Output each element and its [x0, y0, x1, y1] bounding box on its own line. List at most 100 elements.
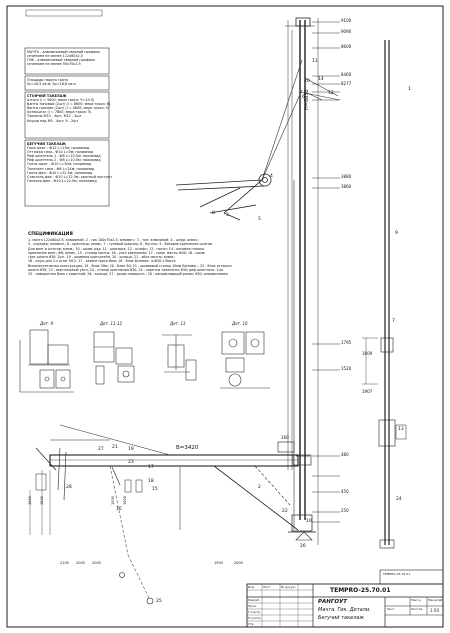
spec-line: Для вант и штагов; алюм.; 10 - шкив; ряд…	[28, 246, 205, 251]
dim-1907: 1907	[362, 389, 373, 394]
detail-10-label: Дет. 10	[232, 321, 248, 326]
note-heading: БЕГУЧИЙ ТАКЕЛАЖ	[27, 142, 66, 146]
notes-top-box	[24, 47, 110, 75]
dim-9100: 9100	[341, 18, 352, 23]
detail-9-sketch	[19, 329, 74, 393]
notes-sail-area: Площадь паруса грота Sc=18,5 кв.м; Sp=18…	[27, 78, 76, 86]
boom-length-label: В=3420	[176, 445, 199, 451]
side-mark-5: 2000	[234, 561, 243, 565]
marker-24: 24	[396, 497, 402, 502]
side-mark-3: 2000	[92, 561, 101, 565]
title-line-1: РАНГОУТ	[318, 599, 348, 605]
tb-scale: Масштаб	[428, 598, 443, 602]
spec-line: 5 - спредер; алюмин.; 6 - краспица; алюм…	[28, 242, 213, 247]
document-code: TEMPRO-25.70.01	[330, 587, 391, 594]
dim-8277: 8277	[341, 81, 352, 86]
notes-standing-rigging: СТОЯЧИЙ ТАКЕЛАЖ Штаги (l = 5600; мера тр…	[27, 94, 110, 123]
note-line: Площадь паруса грота	[27, 78, 69, 82]
dim-160: 160	[281, 435, 289, 440]
spec-line: Вспомогательная конструкция; 19 - блок 5…	[28, 263, 232, 268]
note-line: Ахтерштаг (l = 7800; мера троса: 5)	[27, 110, 92, 115]
detail-11-12-label: Дет. 11-12	[100, 321, 123, 326]
note-line: сечением не менее 90х70х2,5	[27, 62, 81, 67]
tb-scale-value: 1:50	[430, 608, 439, 613]
dim-450: 450	[341, 489, 349, 494]
spec-line: шкота 630; 23 - вертлюжный узел; 24 - ст…	[28, 268, 224, 273]
dim-boom-3: 1500	[111, 496, 115, 505]
spec-line: 1- мачта 122х80х2.5; алюминий; 2 - гик 1…	[28, 238, 199, 242]
note-line: сечением не менее 112х80х2,5	[27, 54, 83, 59]
marker-27: 27	[98, 447, 104, 452]
note-line: Штаги (l = 5600; мера троса: Ч=19-5)	[27, 98, 95, 103]
marker-3: 3	[226, 213, 229, 218]
marker-22: 22	[282, 509, 288, 514]
mast-dimension-lines	[287, 18, 340, 545]
detail-9-label: Дет. 9	[40, 321, 54, 326]
specification-title: СПЕЦИФИКАЦИЯ	[28, 232, 73, 237]
dim-boom-4: 1900	[123, 496, 127, 505]
tb-sheet: Лист	[387, 607, 395, 611]
dim-1609: 1609	[362, 351, 373, 356]
note-line: Ванты топовые (2шт) (l = 8600; мера трос…	[27, 102, 111, 107]
marker-23: 23	[128, 460, 134, 465]
main-mast	[285, 17, 316, 541]
marker-12: 12	[328, 91, 334, 96]
title-line-2: Мачта. Гик. Детали.	[318, 607, 371, 613]
note-line: Топенант гика - Ф8 L=24м; полиамид	[27, 166, 95, 171]
marker-6: 6	[302, 95, 305, 100]
dim-boom-2: 1500	[40, 496, 44, 505]
mast-height-label: Н=8630	[304, 89, 310, 110]
marker-10: 10	[306, 519, 312, 524]
marker-28: 28	[66, 485, 72, 490]
marker-2: 2	[258, 485, 261, 490]
note-line: ГИК - алюминиевый сварной профиль	[27, 58, 96, 63]
marker-1: 1	[408, 87, 411, 92]
tb-sheets: Листов	[411, 607, 423, 611]
notes-running-box	[24, 139, 110, 207]
marker-13: 13	[398, 427, 404, 432]
dim-8460: 8460	[341, 72, 352, 77]
mast-side-view	[362, 40, 407, 549]
marker-17: 17	[148, 465, 154, 470]
dim-250: 250	[341, 508, 349, 513]
detail-13-sketch	[162, 334, 197, 381]
marker-20: 20	[304, 79, 310, 84]
spec-line: 16 - коуш для 2-х штаг М12. 17 - зажим т…	[28, 259, 176, 264]
note-line: Талрепы М10 - 4шт; М12 - 2шт	[27, 114, 82, 119]
marker-18: 18	[148, 479, 154, 484]
side-mark-2: 2000	[76, 561, 85, 565]
tb-row-3: № докум.	[281, 585, 296, 589]
dim-480: 480	[341, 452, 349, 457]
dim-1520: 1520	[341, 366, 352, 371]
note-line: Ванты нижние (2шт) (l = 4600; мера троса…	[27, 106, 110, 111]
corner-code: TEMPRO-25 70.01	[383, 572, 411, 576]
detail-13-label: Дет. 13	[170, 321, 186, 326]
side-mark-4: 1950	[214, 561, 223, 565]
notes-running-rigging: БЕГУЧИЙ ТАКЕЛАЖ Гика-шкот - Ф12 L=13м; п…	[27, 142, 112, 183]
dim-3860: 3860	[341, 184, 352, 189]
spec-line: грот-шкота 630; 2шт. 19 - шкивная кроншт…	[28, 255, 176, 260]
title-block	[246, 569, 444, 628]
note-line: Риф шкентель 2 - Ф8 L=10.5м; полиамид	[27, 158, 101, 163]
marker-25: 25	[156, 599, 162, 604]
dim-9090: 9090	[341, 29, 352, 34]
tb-mass: Масса	[411, 598, 421, 602]
note-heading: СТОЯЧИЙ ТАКЕЛАЖ	[27, 94, 67, 98]
note-line: Коуши под М5 - 4шт; 6 - 2шт	[27, 118, 79, 123]
marker-11: 11	[312, 59, 318, 64]
marker-16: 16	[116, 507, 122, 512]
marker-4: 4	[270, 174, 273, 179]
marker-21: 21	[112, 445, 118, 450]
tb-row-8: Т.контр.	[248, 610, 262, 614]
marker-8: 8	[212, 211, 215, 216]
boom	[29, 424, 299, 605]
tb-row-2: Лист	[263, 585, 271, 589]
marker-5: 5	[258, 217, 261, 222]
note-line: Sc=18,5 кв.м; Sp=18,6 кв.м	[27, 82, 76, 87]
note-line: Оттяжка гика - Ф10 L=5м; полиамид	[27, 150, 94, 155]
marker-14: 14	[318, 77, 324, 82]
marker-26: 26	[300, 544, 306, 549]
tb-row-1: Изм.	[248, 585, 256, 589]
note-line: МАЧТА - алюминиевый сварной профиль	[27, 50, 101, 54]
note-line: Грота-шкот - Ф10 L=30м; полиамид	[27, 162, 92, 167]
